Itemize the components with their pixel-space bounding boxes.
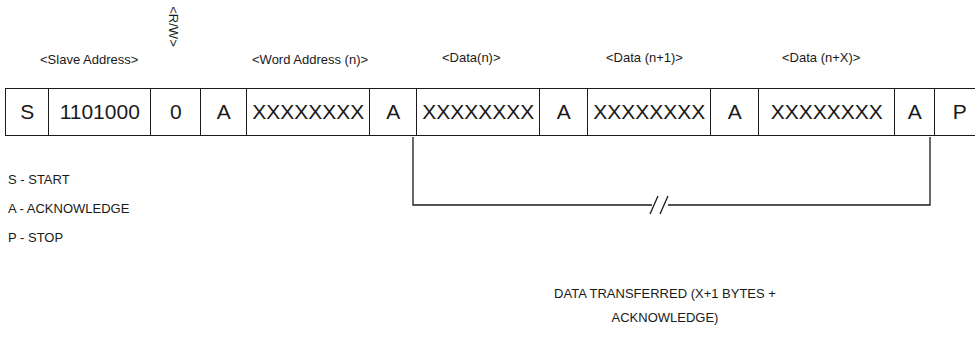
field-heading: <Word Address (n)> xyxy=(252,52,368,67)
frame-field: S xyxy=(5,88,50,136)
frame-field: 1101000 xyxy=(48,88,152,136)
frame-field: A xyxy=(894,88,936,136)
field-value: XXXXXXXX xyxy=(771,100,883,124)
frame-field: A xyxy=(539,88,589,136)
field-heading: <Data (n+1)> xyxy=(606,50,683,65)
field-heading: <Data(n)> xyxy=(442,50,501,65)
field-heading: <R/W> xyxy=(166,6,181,46)
field-value: 1101000 xyxy=(60,100,140,124)
frame-field: XXXXXXXX xyxy=(587,88,712,136)
field-value: A xyxy=(386,100,400,124)
frame-field: XXXXXXXX xyxy=(416,88,541,136)
frame-field: P xyxy=(934,88,975,136)
frame-field: A xyxy=(200,88,248,136)
field-value: XXXXXXXX xyxy=(422,100,534,124)
frame-field: XXXXXXXX xyxy=(246,88,371,136)
key-entry: S - START xyxy=(8,172,70,187)
key-entry: A - ACKNOWLEDGE xyxy=(8,201,129,216)
bracket-note: DATA TRANSFERRED (X+1 BYTES + ACKNOWLEDG… xyxy=(500,282,830,330)
key-entry: P - STOP xyxy=(8,230,63,245)
field-value: P xyxy=(953,100,967,124)
field-heading: <Data (n+X)> xyxy=(782,50,860,65)
field-value: A xyxy=(217,100,231,124)
bracket-line xyxy=(413,137,930,205)
field-value: XXXXXXXX xyxy=(593,100,705,124)
field-value: A xyxy=(908,100,922,124)
frame-field: XXXXXXXX xyxy=(758,88,896,136)
field-value: 0 xyxy=(170,100,182,124)
break-mark xyxy=(650,196,668,214)
field-value: S xyxy=(20,100,34,124)
frame-field: A xyxy=(369,88,418,136)
field-value: A xyxy=(557,100,571,124)
frame-field: 0 xyxy=(150,88,202,136)
field-heading: <Slave Address> xyxy=(40,52,138,67)
frame-field: A xyxy=(710,88,760,136)
field-value: A xyxy=(728,100,742,124)
field-value: XXXXXXXX xyxy=(252,100,364,124)
